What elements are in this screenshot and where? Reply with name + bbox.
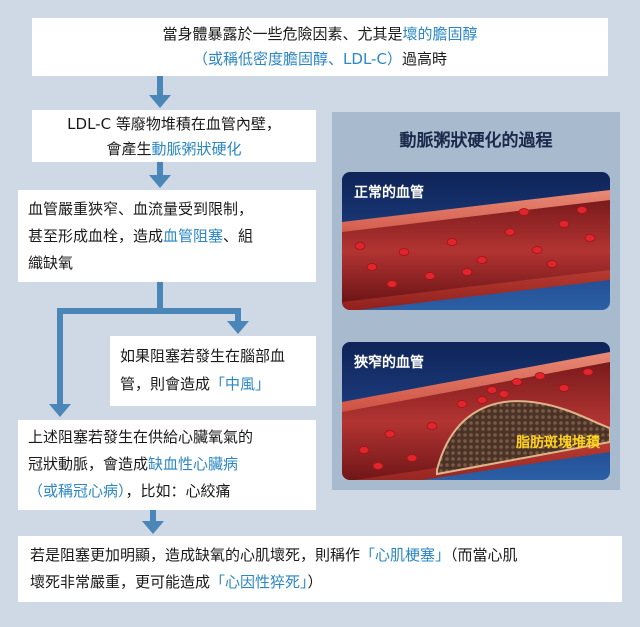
narrowed-vessel-illustration: 狹窄的血管 — [342, 342, 610, 480]
text-segment: 過高時 — [401, 50, 447, 68]
branch-horizontal — [57, 308, 241, 314]
step-stroke-line1: 如果阻塞若發生在腦部血 — [120, 347, 286, 365]
highlight-text: 血管阻塞 — [163, 227, 224, 245]
flow-arrow-1 — [157, 76, 163, 96]
step-ischemic-line1: 上述阻塞若發生在供給心臟氧氣的 — [28, 428, 254, 446]
step-ischemic-line2: 冠狀動脈，會造成缺血性心臟病 — [28, 451, 306, 478]
step-vessel-blockage: 血管嚴重狹窄、血流量受到限制， 甚至形成血栓，造成血管阻塞、組 織缺氧 — [18, 190, 316, 282]
normal-vessel-illustration: 正常的血管 — [342, 172, 610, 310]
highlight-text: 壞的膽固醇 — [402, 25, 478, 43]
arrow-head-1 — [149, 95, 171, 108]
plaque-buildup-label: 脂肪斑塊堆積 — [516, 435, 600, 451]
step-stroke: 如果阻塞若發生在腦部血 管，則會造成「中風」 — [110, 336, 316, 406]
step-ischemic-line3: （或稱冠心病），比如：心絞痛 — [28, 478, 306, 505]
text-segment: ） — [307, 573, 323, 591]
narrowed-vessel-label: 狹窄的血管 — [354, 355, 424, 371]
flow-arrow-3 — [150, 510, 156, 522]
step-risk-factors-line1: 當身體暴露於一些危險因素、尤其是壞的膽固醇 — [32, 22, 608, 47]
highlight-text: 「心因性猝死」 — [210, 573, 308, 591]
step-mi-line2: 壞死非常嚴重，更可能造成「心因性猝死」） — [30, 569, 610, 596]
atherosclerosis-illustration-panel: 動脈粥狀硬化的過程 正常的血管 — [332, 112, 620, 490]
branch-right-head — [227, 321, 249, 334]
step-atherosclerosis: LDL-C 等廢物堆積在血管內壁， 會產生動脈粥狀硬化 — [32, 110, 316, 162]
highlight-text: （或稱低密度膽固醇、LDL-C） — [193, 50, 402, 68]
highlight-text: 「心肌梗塞」 — [360, 546, 451, 564]
step-vessel-blockage-line3: 織缺氧 — [28, 254, 74, 272]
highlight-text: （或稱冠心病） — [28, 482, 126, 500]
branch-trunk — [157, 282, 163, 312]
highlight-text: 缺血性心臟病 — [148, 455, 239, 473]
step-vessel-blockage-line2: 甚至形成血栓，造成血管阻塞、組 — [28, 223, 306, 250]
arrow-head-3 — [142, 521, 164, 534]
step-atherosclerosis-line2: 會產生動脈粥狀硬化 — [32, 137, 316, 162]
step-risk-factors: 當身體暴露於一些危險因素、尤其是壞的膽固醇 （或稱低密度膽固醇、LDL-C）過高… — [32, 18, 608, 76]
text-segment: 若是阻塞更加明顯，造成缺氧的心肌壞死，則稱作 — [30, 546, 361, 564]
text-segment: 管，則會造成 — [120, 375, 211, 393]
text-segment: 、組 — [223, 227, 254, 245]
panel-title: 動脈粥狀硬化的過程 — [399, 131, 553, 151]
text-segment: 甚至形成血栓，造成 — [28, 227, 164, 245]
highlight-text: 動脈粥狀硬化 — [151, 140, 242, 158]
text-segment: 冠狀動脈，會造成 — [28, 455, 149, 473]
branch-right-stem — [235, 308, 241, 322]
highlight-text: 「中風」 — [210, 375, 271, 393]
normal-vessel-label: 正常的血管 — [354, 185, 424, 201]
arrow-head-2 — [149, 175, 171, 188]
step-vessel-blockage-line1: 血管嚴重狹窄、血流量受到限制， — [28, 200, 254, 218]
text-segment: （而當心肌 — [450, 546, 518, 564]
step-ischemic-heart-disease: 上述阻塞若發生在供給心臟氧氣的 冠狀動脈，會造成缺血性心臟病 （或稱冠心病），比… — [18, 420, 316, 510]
normal-vessel-drawing — [342, 190, 610, 310]
step-stroke-line2: 管，則會造成「中風」 — [120, 370, 306, 398]
text-segment: 會產生 — [106, 140, 152, 158]
text-segment: ，比如：心絞痛 — [125, 482, 231, 500]
text-segment: 壞死非常嚴重，更可能造成 — [30, 573, 211, 591]
text-segment: 當身體暴露於一些危險因素、尤其是 — [162, 25, 403, 43]
step-mi-line1: 若是阻塞更加明顯，造成缺氧的心肌壞死，則稱作「心肌梗塞」（而當心肌 — [30, 542, 610, 569]
narrowed-vessel-drawing — [342, 352, 610, 480]
branch-left-stem — [57, 308, 63, 406]
step-myocardial-infarction: 若是阻塞更加明顯，造成缺氧的心肌壞死，則稱作「心肌梗塞」（而當心肌 壞死非常嚴重… — [18, 536, 622, 602]
step-risk-factors-line2: （或稱低密度膽固醇、LDL-C）過高時 — [32, 47, 608, 72]
step-atherosclerosis-line1: LDL-C 等廢物堆積在血管內壁， — [67, 115, 281, 133]
flow-arrow-2 — [157, 162, 163, 176]
branch-left-head — [49, 404, 71, 417]
